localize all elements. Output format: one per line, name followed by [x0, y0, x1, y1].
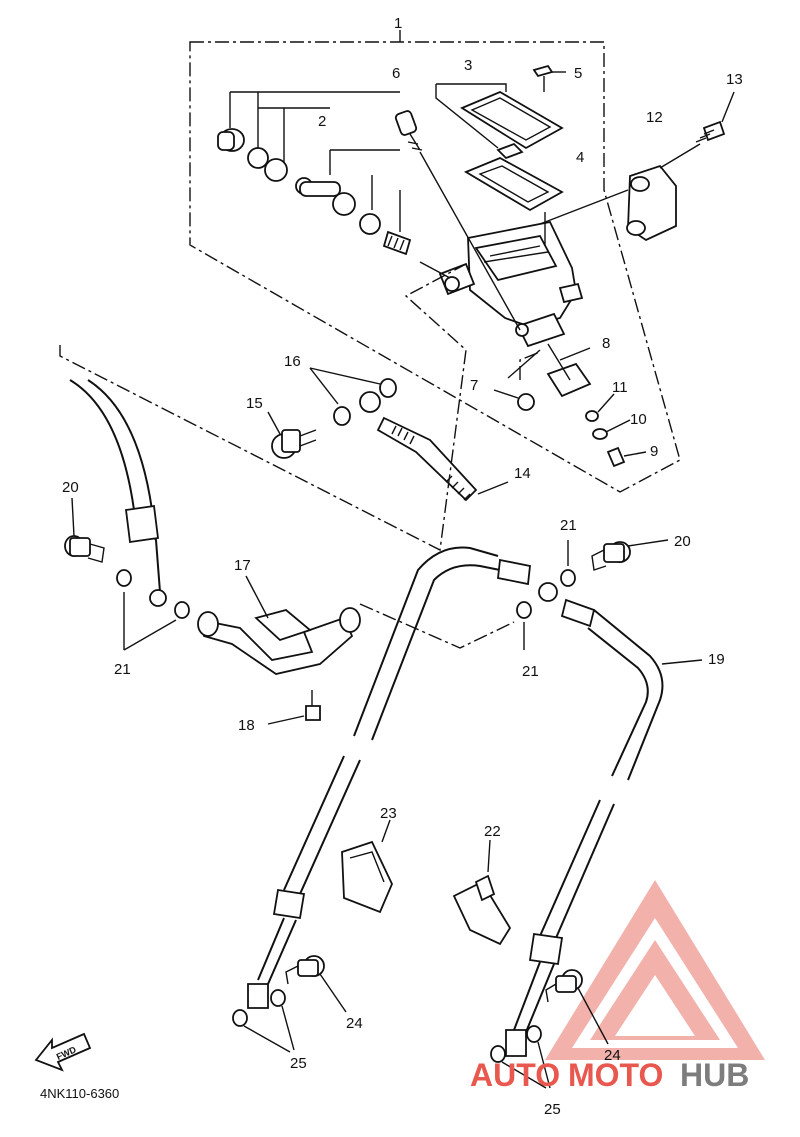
watermark-text: AUTO MOTO HUB [470, 1057, 749, 1093]
washers-25 [232, 989, 551, 1089]
guide-line-right [359, 603, 515, 649]
callout-20-left: 20 [62, 479, 79, 496]
diaphragm [463, 157, 564, 212]
callout-21-top: 21 [560, 517, 577, 534]
watermark-logo-mark [545, 880, 765, 1060]
callout-6: 6 [392, 65, 400, 82]
watermark-auto: AUTO [470, 1057, 560, 1093]
callout-4: 4 [576, 149, 584, 166]
callout-14: 14 [514, 465, 531, 482]
bleed-screw [394, 110, 521, 331]
holder-bolt [695, 91, 735, 143]
callout-18: 18 [238, 717, 255, 734]
callout-13: 13 [726, 71, 743, 88]
callout-8: 8 [602, 335, 610, 352]
brake-hose-lower-right [505, 799, 615, 1057]
callout-25-left: 25 [290, 1055, 307, 1072]
union-bolt-right [591, 539, 669, 571]
callout-7: 7 [470, 377, 478, 394]
holder [539, 143, 701, 242]
callout-3: 3 [464, 57, 472, 74]
washers-21 [116, 540, 576, 651]
piston-kit-parts [217, 91, 412, 256]
clamp-bolt-right [545, 969, 609, 1045]
reservoir-cap [435, 83, 564, 160]
brake-pipe-joint [197, 575, 361, 675]
callout-19: 19 [708, 651, 725, 668]
union-bolt-left [64, 497, 105, 563]
callout-25-right: 25 [544, 1101, 561, 1118]
gaskets [309, 367, 397, 426]
joint-bolt [267, 690, 321, 725]
guide-line-switch [519, 351, 541, 380]
callout-20-right: 20 [674, 533, 691, 550]
brake-switch [546, 343, 592, 398]
callout-labels: 1 2 3 4 5 6 7 8 9 10 11 12 13 14 15 16 1… [62, 15, 743, 1118]
clamp-bolt-left [285, 955, 347, 1013]
assembly-boundary-line [189, 41, 681, 493]
callout-24-right: 24 [604, 1047, 621, 1064]
screw-9 [606, 446, 647, 468]
callout-17: 17 [234, 557, 251, 574]
watermark-hub: HUB [680, 1057, 749, 1093]
guide-line-left [59, 263, 467, 552]
brake-hose-lower-left [247, 755, 361, 1009]
screw [532, 64, 566, 92]
callout-10: 10 [630, 411, 647, 428]
callout-11: 11 [612, 379, 628, 396]
callout-2: 2 [318, 113, 326, 130]
callout-22: 22 [484, 823, 501, 840]
brake-hose-short [359, 391, 509, 502]
figure-code: 4NK110-6360 [40, 1086, 119, 1101]
callout-9: 9 [650, 443, 658, 460]
brake-pipe-left [69, 379, 167, 607]
callout-16: 16 [284, 353, 301, 370]
washer-11 [585, 393, 615, 422]
callout-5: 5 [574, 65, 582, 82]
callout-15: 15 [246, 395, 263, 412]
callout-24-left: 24 [346, 1015, 363, 1032]
hose-clamp-23 [341, 819, 393, 914]
union-bolt [267, 411, 317, 459]
brake-hose-upper [353, 546, 703, 781]
callout-23: 23 [380, 805, 397, 822]
callout-21-left: 21 [114, 661, 131, 678]
callout-1: 1 [394, 15, 402, 32]
callout-12: 12 [646, 109, 663, 126]
watermark-moto: MOTO [568, 1057, 663, 1093]
hose-clamp-22 [452, 839, 512, 946]
master-cylinder-body [419, 212, 584, 348]
callout-21-bottom: 21 [522, 663, 539, 680]
switch-screw [493, 349, 541, 411]
forward-arrow-icon: FWD [34, 1032, 92, 1072]
washer-10 [592, 419, 631, 440]
